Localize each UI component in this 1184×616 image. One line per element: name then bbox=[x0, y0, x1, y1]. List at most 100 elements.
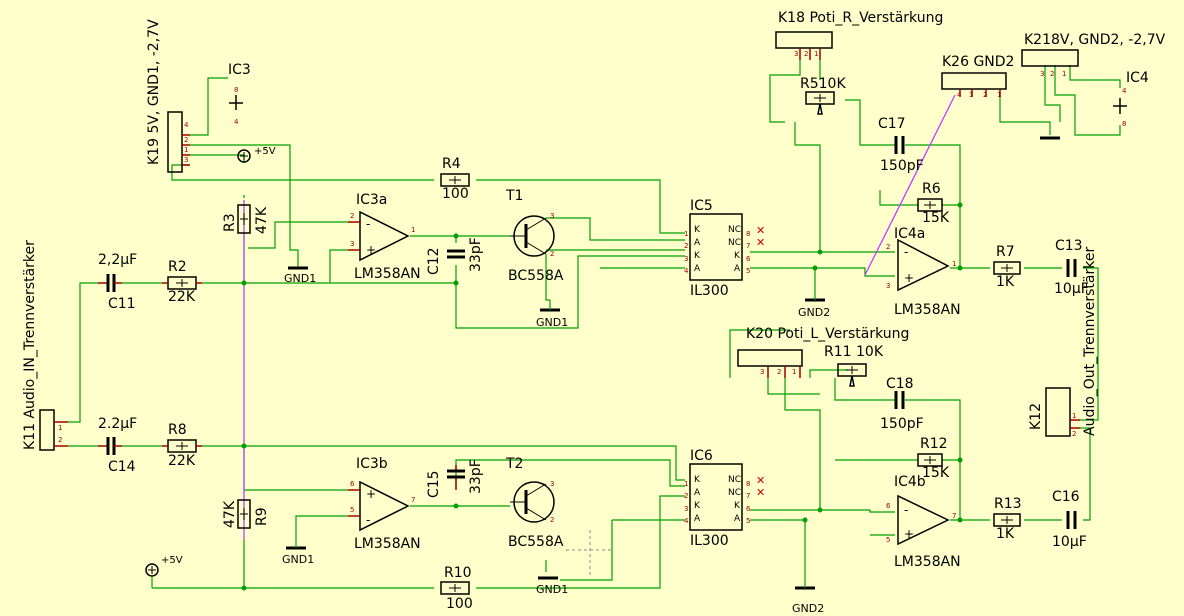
r9-value: 47K bbox=[222, 500, 238, 528]
svg-text:2: 2 bbox=[350, 212, 354, 220]
r4-resistor: R4 100 bbox=[440, 156, 470, 202]
ic6-pin-k2: K bbox=[694, 501, 701, 511]
c14-capacitor: 2.2µF C14 bbox=[98, 416, 137, 475]
k21-connector: 3 2 1 K218V, GND2, -2,7V bbox=[1021, 32, 1166, 78]
svg-text:3: 3 bbox=[794, 50, 798, 58]
r9-resistor: 47K R9 bbox=[222, 499, 270, 529]
c11-value: 2,2µF bbox=[98, 252, 137, 268]
gnd1-ic3b: GND1 bbox=[282, 538, 314, 566]
svg-text:1: 1 bbox=[684, 230, 688, 238]
c14-value: 2.2µF bbox=[98, 416, 137, 432]
k20-connector: 3 2 1 K20 Poti_L_Verstärkung bbox=[737, 326, 909, 378]
r12-value: 15K bbox=[922, 465, 950, 481]
r8-value: 22K bbox=[168, 453, 196, 469]
svg-text:4: 4 bbox=[1122, 87, 1127, 95]
svg-text:-: - bbox=[366, 217, 370, 231]
ic6-pin-nc1: NC bbox=[728, 475, 741, 485]
svg-text:-: - bbox=[366, 513, 370, 527]
ic3a-label: IC3a bbox=[356, 192, 387, 208]
svg-text:✕: ✕ bbox=[756, 236, 765, 249]
bus-lines bbox=[243, 94, 956, 540]
gnd2-bottom: GND2 bbox=[792, 578, 824, 615]
svg-text:R11 10K: R11 10K bbox=[824, 344, 884, 360]
t2-transistor: 3 2 T2 BC558A bbox=[505, 456, 614, 578]
k19-value: 5V, GND1, -2,7V bbox=[146, 19, 162, 134]
k26-connector: 4 3 2 1 K26 GND2 bbox=[941, 54, 1014, 99]
r11-potentiometer: R11 10K bbox=[824, 344, 884, 387]
ic3a-value: LM358AN bbox=[354, 266, 421, 282]
k11-label: K11 bbox=[22, 423, 38, 450]
c13-label: C13 bbox=[1055, 238, 1083, 254]
t1-label: T1 bbox=[505, 188, 523, 204]
k18-label: K18 bbox=[778, 10, 805, 26]
r13-resistor: R13 1K bbox=[993, 496, 1022, 542]
c12-label: C12 bbox=[426, 247, 442, 275]
ic5-value: IL300 bbox=[690, 283, 729, 299]
k19-label: K19 bbox=[146, 138, 162, 165]
c16-label: C16 bbox=[1052, 489, 1080, 505]
svg-text:3: 3 bbox=[886, 282, 890, 290]
svg-text:2: 2 bbox=[886, 243, 890, 251]
r2-resistor: R2 22K bbox=[162, 259, 202, 305]
c15-capacitor: C15 33pF bbox=[426, 459, 484, 498]
ic6-pin-a3: A bbox=[734, 514, 741, 524]
k21-label: K21 bbox=[1024, 32, 1051, 48]
svg-text:1: 1 bbox=[1062, 70, 1066, 78]
gnd2-label-1: GND2 bbox=[798, 306, 830, 319]
svg-text:K18 Poti_R_Verstärkung: K18 Poti_R_Verstärkung bbox=[778, 10, 943, 26]
svg-text:2: 2 bbox=[184, 136, 188, 144]
svg-text:3: 3 bbox=[550, 480, 554, 488]
svg-text:5: 5 bbox=[886, 536, 890, 544]
k18-connector: 3 2 1 K18 Poti_R_Verstärkung bbox=[775, 10, 943, 60]
r13-label: R13 bbox=[994, 496, 1022, 512]
svg-text:7: 7 bbox=[952, 512, 956, 520]
svg-text:2: 2 bbox=[983, 91, 987, 99]
k26-value: GND2 bbox=[973, 54, 1014, 70]
svg-text:3: 3 bbox=[550, 212, 554, 220]
ic5-pin-k2: K bbox=[694, 251, 701, 261]
r2-label: R2 bbox=[168, 259, 187, 275]
plus5v-symbol-top: +5V bbox=[237, 146, 276, 163]
k11-value: Audio_IN_Trennverstärker bbox=[22, 240, 38, 419]
r10-value: 100 bbox=[446, 596, 473, 612]
svg-text:4: 4 bbox=[184, 121, 189, 129]
r4-value: 100 bbox=[442, 186, 469, 202]
c14-label: C14 bbox=[108, 459, 136, 475]
svg-text:1: 1 bbox=[184, 146, 188, 154]
ic3-label: IC3 bbox=[228, 62, 251, 78]
svg-text:+: + bbox=[366, 487, 376, 501]
ic4a-label: IC4a bbox=[894, 226, 925, 242]
svg-text:1: 1 bbox=[814, 50, 818, 58]
svg-text:1: 1 bbox=[411, 226, 415, 234]
r8-label: R8 bbox=[168, 422, 187, 438]
svg-text:3: 3 bbox=[184, 156, 188, 164]
svg-text:+: + bbox=[366, 243, 376, 257]
ic3b-opamp: + - 6 5 7 IC3b LM358AN bbox=[348, 456, 421, 552]
c16-value: 10µF bbox=[1052, 534, 1087, 550]
r6-resistor: R6 15K bbox=[917, 181, 950, 226]
svg-text:3: 3 bbox=[684, 255, 688, 263]
svg-text:7: 7 bbox=[746, 242, 750, 250]
ic4b-opamp: - + 6 5 7 IC4b LM358AN bbox=[886, 474, 961, 570]
svg-text:K20 Poti_L_Verstärkung: K20 Poti_L_Verstärkung bbox=[746, 326, 909, 342]
svg-text:1: 1 bbox=[952, 260, 956, 268]
r11-value: 10K bbox=[856, 344, 884, 360]
svg-text:6: 6 bbox=[350, 480, 355, 488]
ic3b-label: IC3b bbox=[356, 456, 388, 472]
gnd1-label-1: GND1 bbox=[284, 272, 316, 285]
svg-text:7: 7 bbox=[746, 492, 750, 500]
c12-capacitor: C12 33pF bbox=[426, 237, 484, 275]
plus5v-label-top: +5V bbox=[254, 146, 276, 157]
r8-resistor: R8 22K bbox=[162, 422, 202, 469]
svg-text:3: 3 bbox=[1040, 70, 1044, 78]
svg-text:2: 2 bbox=[804, 50, 808, 58]
k26-label: K26 bbox=[942, 54, 969, 70]
svg-text:-: - bbox=[904, 245, 908, 259]
svg-text:R510K: R510K bbox=[800, 76, 846, 92]
ic4-power: IC4 4 8 bbox=[1113, 70, 1149, 128]
c17-capacitor: C17 150pF bbox=[878, 116, 924, 174]
ic6-pin-a2: A bbox=[694, 514, 701, 524]
ic6-il300: 1 2 3 4 K A K A NC NC K A 8 7 6 5 ✕ ✕ IC… bbox=[684, 448, 765, 549]
svg-text:K11 Audio_IN_Trennverstärker: K11 Audio_IN_Trennverstärker bbox=[22, 240, 38, 450]
gnd1-label-2: GND1 bbox=[536, 316, 568, 329]
